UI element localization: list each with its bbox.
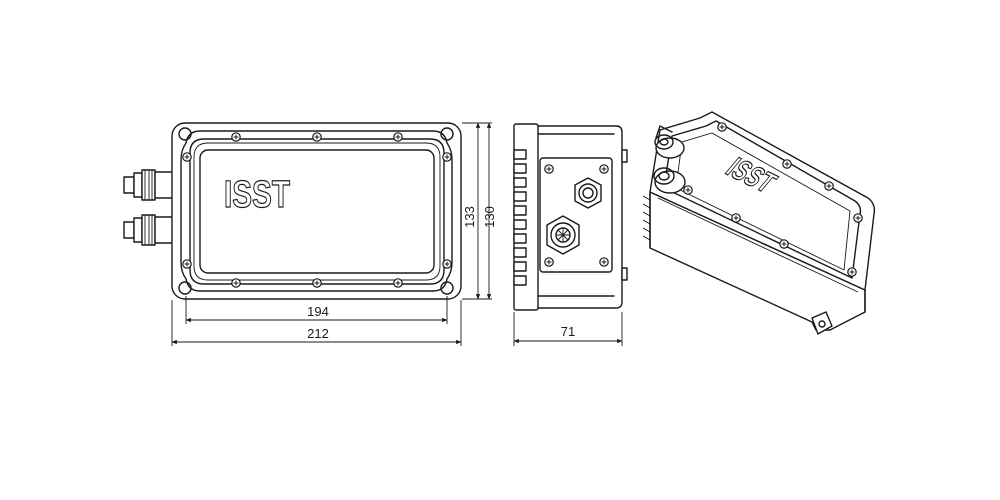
- iso-connector-top: [654, 125, 685, 159]
- dim-depth: 71: [561, 324, 575, 339]
- dim-outer-height: 133: [462, 206, 477, 228]
- side-view: [513, 123, 628, 311]
- dim-inner-height: 130: [482, 206, 497, 228]
- front-dimensions: 194 212 133 130: [171, 122, 497, 346]
- cooling-fins: [513, 149, 527, 286]
- cable-gland-bottom: [123, 214, 174, 246]
- cable-gland-top: [123, 169, 174, 201]
- front-outer-flange: [171, 122, 462, 300]
- isometric-view: ISST: [642, 111, 876, 335]
- dim-outer-width: 212: [307, 326, 329, 341]
- front-logo: ISST: [224, 174, 290, 216]
- front-view: ISST: [123, 122, 462, 300]
- dim-inner-width: 194: [307, 304, 329, 319]
- connector-lower: [546, 215, 580, 255]
- connector-upper: [574, 177, 602, 209]
- side-dimensions: 71: [513, 312, 623, 346]
- iso-connector-bottom: [653, 167, 686, 194]
